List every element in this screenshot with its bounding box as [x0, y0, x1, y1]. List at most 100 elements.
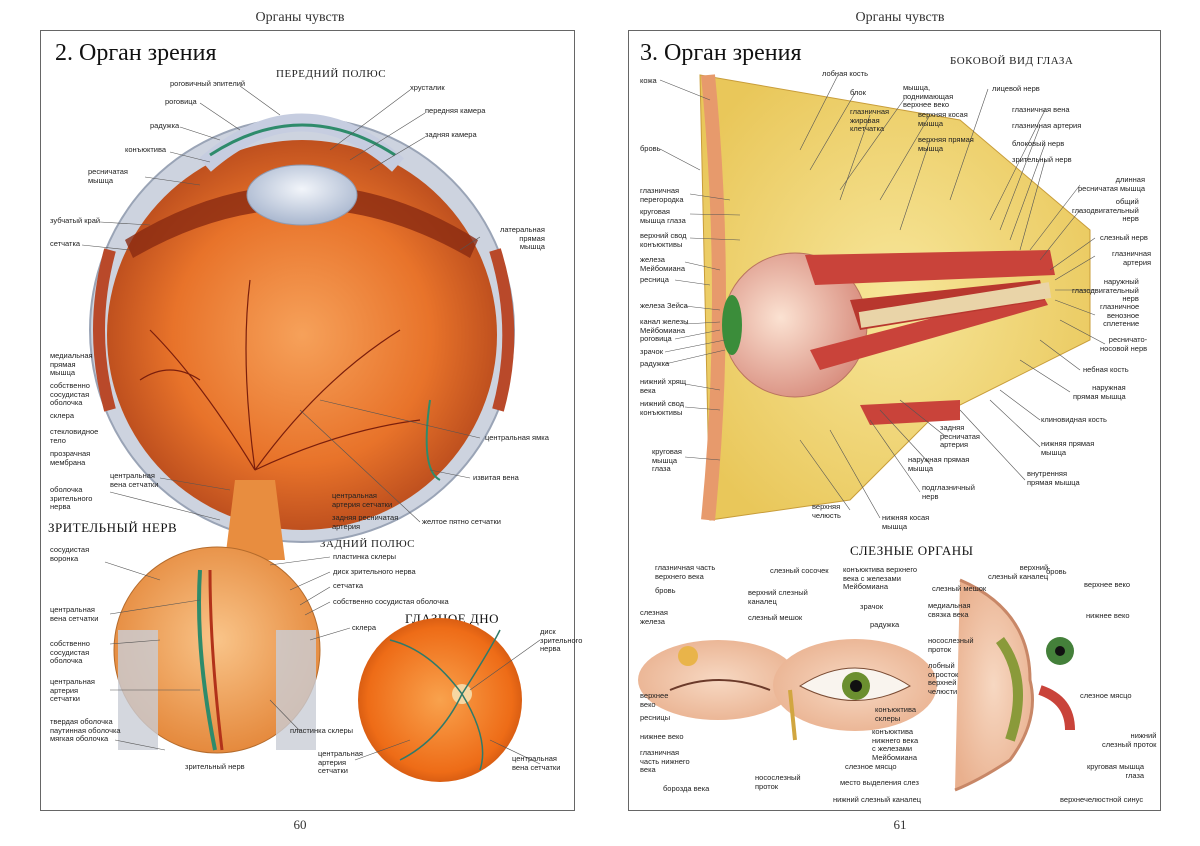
label-orbicularis-face: круговая мышца глаза: [1087, 762, 1145, 780]
page-number: 60: [293, 817, 307, 832]
page-frame: [40, 30, 575, 811]
label-lacrimal-papilla: слезный сосочек: [770, 566, 829, 575]
label-orbital-part-upper-lid: глазничная часть верхнего века: [655, 563, 716, 581]
label-vitreous: стекловидное тело: [50, 427, 99, 445]
label-optic-disc: диск зрительного нерва: [333, 567, 416, 576]
label-retina-nerve: сетчатка: [333, 581, 364, 590]
label-retina: сетчатка: [50, 239, 81, 248]
label-lens: хрусталик: [410, 83, 445, 92]
label-frontal-process: лобный отросток верхней челюсти: [928, 661, 959, 696]
label-lid-furrow: борозда века: [663, 784, 710, 793]
label-lacrimal-sac: слезный мешок: [748, 613, 803, 622]
label-pupil-lacrimal: зрачок: [860, 602, 883, 611]
label-lower-lid: нижнее веко: [640, 732, 684, 741]
label-long-ciliary: длинная ресничатая мышца: [1078, 175, 1146, 193]
label-meninges: твердая оболочка паутинная оболочка мягк…: [50, 717, 121, 743]
label-lateral-rectus-side: наружная прямая мышца: [1073, 383, 1126, 401]
label-inferior-rectus: нижняя прямая мышца: [1041, 439, 1095, 457]
right-page: Органы чувств 3. Орган зрения БОКОВОЙ ВИ…: [600, 0, 1200, 846]
label-fundus-vein: центральная вена сетчатки: [512, 754, 561, 772]
label-lacrimal-sac-face: слезный мешок: [932, 584, 987, 593]
label-hyaloid-membrane: прозрачная мембрана: [50, 449, 91, 467]
label-medial-rectus: медиальная прямая мышца: [50, 351, 93, 377]
label-ciliary-muscle: ресничатая мышца: [88, 167, 128, 185]
label-lamina-2: пластинка склеры: [290, 726, 354, 735]
eye-anatomy-illustration: [81, 85, 541, 782]
label-upper-canal-face: верхний слезный каналец: [988, 563, 1049, 581]
label-orbicularis: круговая мышца глаза: [640, 207, 686, 225]
label-lower-lid-face: нижнее веко: [1086, 611, 1130, 620]
label-orbital-artery: глазничная артерия: [1112, 249, 1152, 267]
label-conj-sclera: конъюктива склеры: [875, 705, 917, 723]
label-optic-nerve: зрительный нерв: [185, 762, 245, 771]
label-central-retinal-vein: центральная вена сетчатки: [110, 471, 159, 489]
label-iris-side: радужка: [640, 359, 670, 368]
label-iris-lacrimal: радужка: [870, 620, 900, 629]
label-eyebrow-face: бровь: [1046, 567, 1067, 576]
label-upper-lid: верхнее веко: [640, 691, 669, 709]
page-title: 2. Орган зрения: [55, 40, 217, 66]
label-orbital-fat: глазничная жировая клетчатка: [850, 107, 890, 133]
label-lamina-cribrosa: пластинка склеры: [333, 552, 397, 561]
label-palatine: небная кость: [1083, 365, 1129, 374]
label-optic-sheath: оболочка зрительного нерва: [50, 485, 93, 511]
label-skin: кожа: [640, 76, 657, 85]
label-cornea-side: роговица: [640, 334, 672, 343]
page-number: 61: [893, 817, 907, 832]
page-title: 3. Орган зрения: [640, 40, 802, 66]
label-ora-serrata: зубчатый край: [50, 216, 101, 225]
label-lower-lid-cartilage: нижний хрящ века: [640, 377, 687, 395]
label-caruncle-face: слезное мясцо: [1080, 691, 1132, 700]
label-central-vein-nerve: центральная вена сетчатки: [50, 605, 99, 623]
label-ophthalmic-vein: глазничная вена: [1012, 105, 1070, 114]
left-page: Органы чувств 2. Орган зрения ПЕРЕДНИЙ П…: [40, 10, 582, 832]
posterior-pole-caption: ЗАДНИЙ ПОЛЮС: [320, 538, 415, 550]
label-upper-canaliculus: верхний слезный каналец: [748, 588, 808, 606]
running-header: Органы чувств: [255, 10, 345, 25]
label-inferior-oblique: нижняя косая мышца: [882, 513, 930, 531]
label-abducens: наружный глазодвигательный нерв: [1072, 277, 1139, 303]
lacrimal-heading: СЛЕЗНЫЕ ОРГАНЫ: [850, 543, 974, 558]
label-central-artery-nerve: центральная артерия сетчатки: [50, 677, 95, 703]
label-lower-canaliculus: нижний слезный каналец: [833, 795, 922, 804]
label-medial-rectus-side: внутренняя прямая мышца: [1027, 469, 1080, 487]
label-superior-oblique: верхняя косая мышца: [918, 110, 968, 128]
label-eyelash: ресница: [640, 275, 669, 284]
label-frontal-bone: лобная кость: [822, 69, 869, 78]
running-header: Органы чувств: [855, 10, 945, 25]
label-central-fovea: центральная ямка: [485, 433, 549, 442]
label-maxilla: верхняя челюсть: [812, 502, 841, 520]
label-palpebral-part: глазничная часть нижнего века: [640, 748, 690, 774]
label-choroid-nerve-right: собственно сосудистая оболочка: [333, 597, 449, 606]
label-iris: радужка: [150, 121, 180, 130]
label-vortex-vein: извитая вена: [473, 473, 519, 482]
label-orbital-septum: глазничная перегородка: [640, 186, 684, 204]
label-post-ciliary: задняя ресничатая артерия: [940, 423, 980, 449]
label-cornea: роговица: [165, 97, 197, 106]
label-vascular-funnel: сосудистая воронка: [50, 545, 90, 563]
label-nasolacrimal-face: носослезный проток: [928, 636, 974, 654]
label-lower-canal-face: нижний слезный проток: [1102, 731, 1157, 749]
label-venous-plexus: глазничное венозное сплетение: [1100, 302, 1140, 328]
label-sclera: склера: [50, 411, 75, 420]
label-zeis-gland: железа Зейса: [640, 301, 688, 310]
label-puncta: место выделения слез: [840, 778, 919, 787]
label-trochlea: блок: [850, 88, 866, 97]
label-infraorbital: подглазничный нерв: [922, 483, 975, 501]
label-medial-ligament: медиальная связка века: [928, 601, 971, 619]
label-eyebrow: бровь: [640, 144, 661, 153]
label-choroid: собственно сосудистая оболочка: [50, 381, 90, 407]
label-orbicularis-oculi: круговая мышца глаза: [652, 447, 682, 473]
label-pupil-side: зрачок: [640, 347, 663, 356]
page-frame: [628, 30, 1161, 811]
label-facial-nerve: лицевой нерв: [992, 84, 1040, 93]
label-meibomian: железа Мейбомиана: [640, 255, 685, 273]
label-lacrimal-gland: слезная железа: [640, 608, 668, 626]
label-maxillary-sinus: верхнечелюстной синус: [1060, 795, 1144, 804]
orbit-lacrimal-illustration: [638, 74, 1106, 792]
label-lateral-rectus: латеральная прямая мышца: [500, 225, 545, 251]
label-conj-lower: конъюктива нижнего века с железами Мейбо…: [872, 727, 919, 762]
label-eyelashes: ресницы: [640, 713, 671, 722]
label-nasociliary: ресничато- носовой нерв: [1100, 335, 1148, 353]
label-ophthalmic-artery: глазничная артерия: [1012, 121, 1082, 130]
